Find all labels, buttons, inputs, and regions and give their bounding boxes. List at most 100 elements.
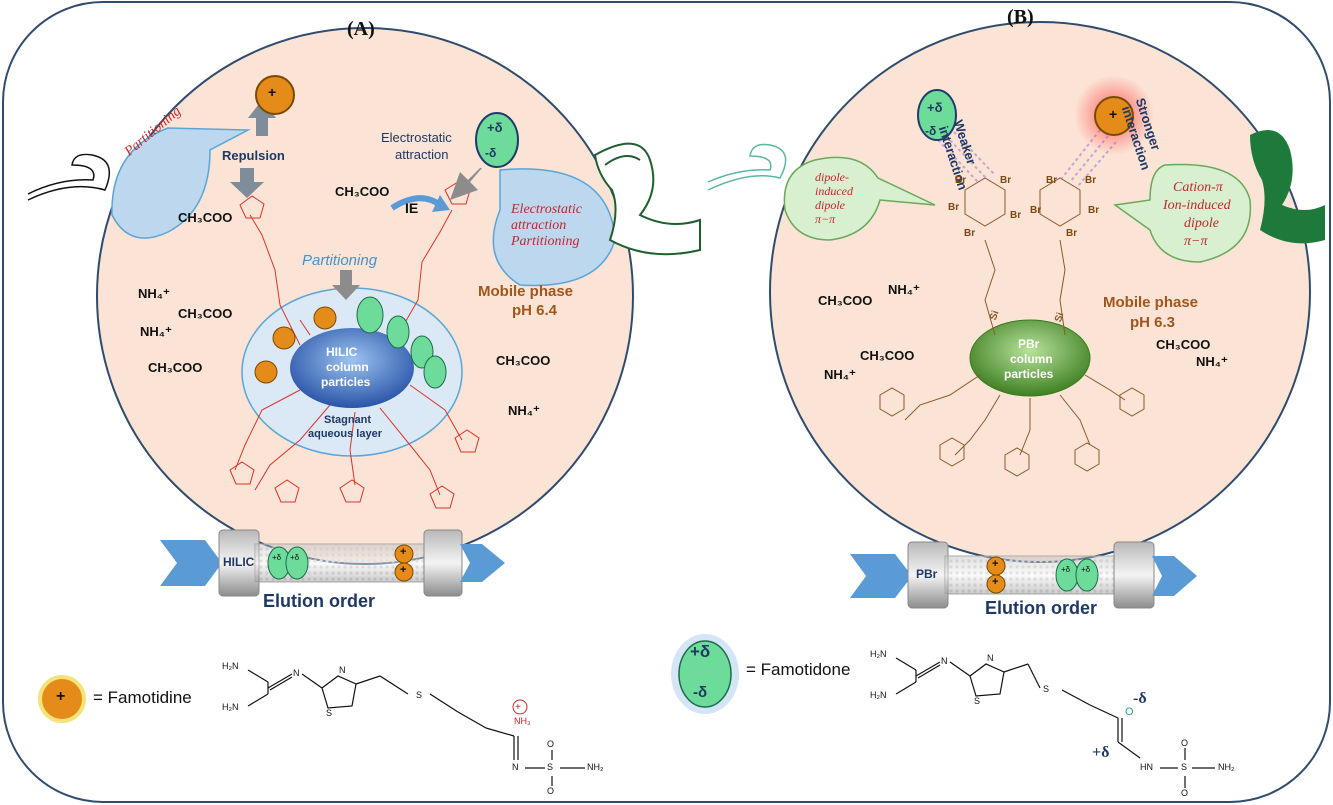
dipole-b-minus: -δ [925, 124, 937, 138]
fo-delta-minus: -δ [1133, 690, 1147, 707]
acetate-a1: CH₃COO [335, 184, 390, 199]
right-bubble-b [1113, 163, 1252, 263]
fa-s-2: S [416, 690, 423, 700]
elution-order-b: Elution order [985, 598, 1097, 618]
fa-n-3: N [512, 762, 519, 772]
dipoles-stagnant [356, 296, 447, 389]
acetate-b1: CH₃COO [818, 293, 873, 308]
pbr-particle-3: particles [1004, 367, 1054, 381]
fo-s-1: S [974, 696, 981, 706]
br-3: Br [948, 202, 960, 213]
fo-o-carbonyl: O [1125, 706, 1134, 718]
cation-top-b [1094, 96, 1134, 136]
left-bubble-b-3: dipole [815, 198, 845, 212]
mobile-phase-b-1: Mobile phase [1103, 294, 1199, 311]
strong-arm-a [593, 142, 701, 256]
fo-h2n-1: H₂N [870, 649, 887, 659]
fa-h2n-2: H₂N [222, 702, 239, 712]
famotidone-structure [895, 657, 1215, 788]
fo-s-2: S [1043, 684, 1050, 694]
mobile-phase-a-1: Mobile phase [478, 283, 574, 300]
acetate-b2: CH₃COO [860, 348, 915, 363]
fo-n-2: N [987, 653, 994, 663]
right-bubble-b-3: dipole [1184, 216, 1219, 231]
ammonium-b1: NH₄⁺ [888, 282, 920, 297]
ammonium-a1: NH₄⁺ [138, 286, 170, 301]
fa-s-3: S [547, 762, 554, 772]
partitioning-top-label: Partitioning [302, 252, 378, 269]
left-bubble-b-1: dipole- [815, 170, 849, 184]
mobile-phase-a-2: pH 6.4 [512, 302, 558, 319]
attraction-label: attraction [395, 147, 449, 162]
interaction-lines [937, 129, 1117, 187]
legend-dipole-plus: +δ [690, 642, 711, 661]
right-bubble-b-4: π−π [1184, 234, 1208, 249]
pbr-particle-2: column [1010, 352, 1053, 366]
cation-top-a [255, 75, 295, 115]
br-6: Br [1046, 175, 1058, 186]
pbr-ligands [879, 177, 1145, 477]
partition-arrow [332, 270, 360, 300]
left-bubble-b [783, 156, 936, 241]
hilic-particle [290, 328, 414, 408]
fo-h2n-2: H₂N [870, 690, 887, 700]
left-bubble-b-2: induced [815, 184, 853, 198]
legend-cation-plus: + [56, 688, 66, 705]
weak-arm-a [27, 153, 111, 201]
legend-cation [38, 675, 86, 723]
stagnant-1: Stagnant [324, 414, 372, 426]
col-a-cation-1: + [400, 546, 407, 558]
cation-plus-b: + [1109, 106, 1118, 122]
column-a-arrow-out [460, 544, 505, 582]
fa-plus: + [515, 702, 521, 713]
famotidine-label: = Famotidine [93, 688, 192, 707]
column-a-cap-right [423, 529, 463, 597]
repulsion-arrow-down [230, 168, 264, 198]
left-bubble-b-4: π−π [815, 212, 836, 226]
hilic-particle-2: column [326, 360, 369, 374]
attraction-arrow [450, 168, 482, 200]
right-bubble-a [492, 168, 616, 287]
col-b-dipole-1: +δ [1061, 565, 1071, 574]
dipole-top-a [475, 112, 519, 168]
right-bubble-b-1: Cation-π [1173, 180, 1223, 195]
fo-nh2: NH₂ [1218, 762, 1235, 772]
fa-n-1: N [293, 668, 300, 678]
fa-nh2: NH₂ [587, 762, 604, 772]
column-a-label: HILIC [223, 555, 255, 569]
acetate-b3: CH₃COO [1156, 337, 1211, 352]
pbr-particle [969, 319, 1091, 397]
panel-b-label: (B) [1007, 6, 1034, 28]
fa-n-2: N [339, 665, 346, 675]
legend-dipole [678, 640, 732, 708]
right-bubble-a-text-3: Partitioning [511, 234, 580, 249]
br-10: Br [1066, 228, 1078, 239]
ammonium-a2: NH₄⁺ [140, 324, 172, 339]
electrostatic-label: Electrostatic [381, 130, 452, 145]
fo-s-3: S [1181, 762, 1188, 772]
br-7: Br [1085, 175, 1097, 186]
legend-dipole-minus: -δ [693, 684, 708, 701]
br-4: Br [1010, 210, 1022, 221]
repulsion-label: Repulsion [222, 148, 285, 163]
br-2: Br [1000, 175, 1012, 186]
hilic-ligands [229, 181, 480, 509]
fa-h2n-1: H₂N [222, 661, 239, 671]
col-a-dipole-1: +δ [272, 553, 282, 562]
col-b-cation-2: + [992, 576, 999, 588]
panel-a-label: (A) [347, 18, 375, 40]
column-b-label: PBr [916, 567, 938, 581]
fa-o-1: O [547, 739, 555, 749]
col-a-dipole-2: +δ [290, 553, 300, 562]
panel-b-circle [769, 21, 1311, 563]
strong-arm-b [1250, 130, 1325, 244]
left-bubble-a [111, 127, 251, 239]
col-b-dipole-2: +δ [1081, 565, 1091, 574]
ammonium-b2: NH₄⁺ [824, 367, 856, 382]
weak-arm-b [707, 143, 787, 191]
column-b-cap-right [1113, 541, 1155, 609]
column-b-arrow-in [850, 554, 912, 598]
fa-s-1: S [326, 708, 333, 718]
